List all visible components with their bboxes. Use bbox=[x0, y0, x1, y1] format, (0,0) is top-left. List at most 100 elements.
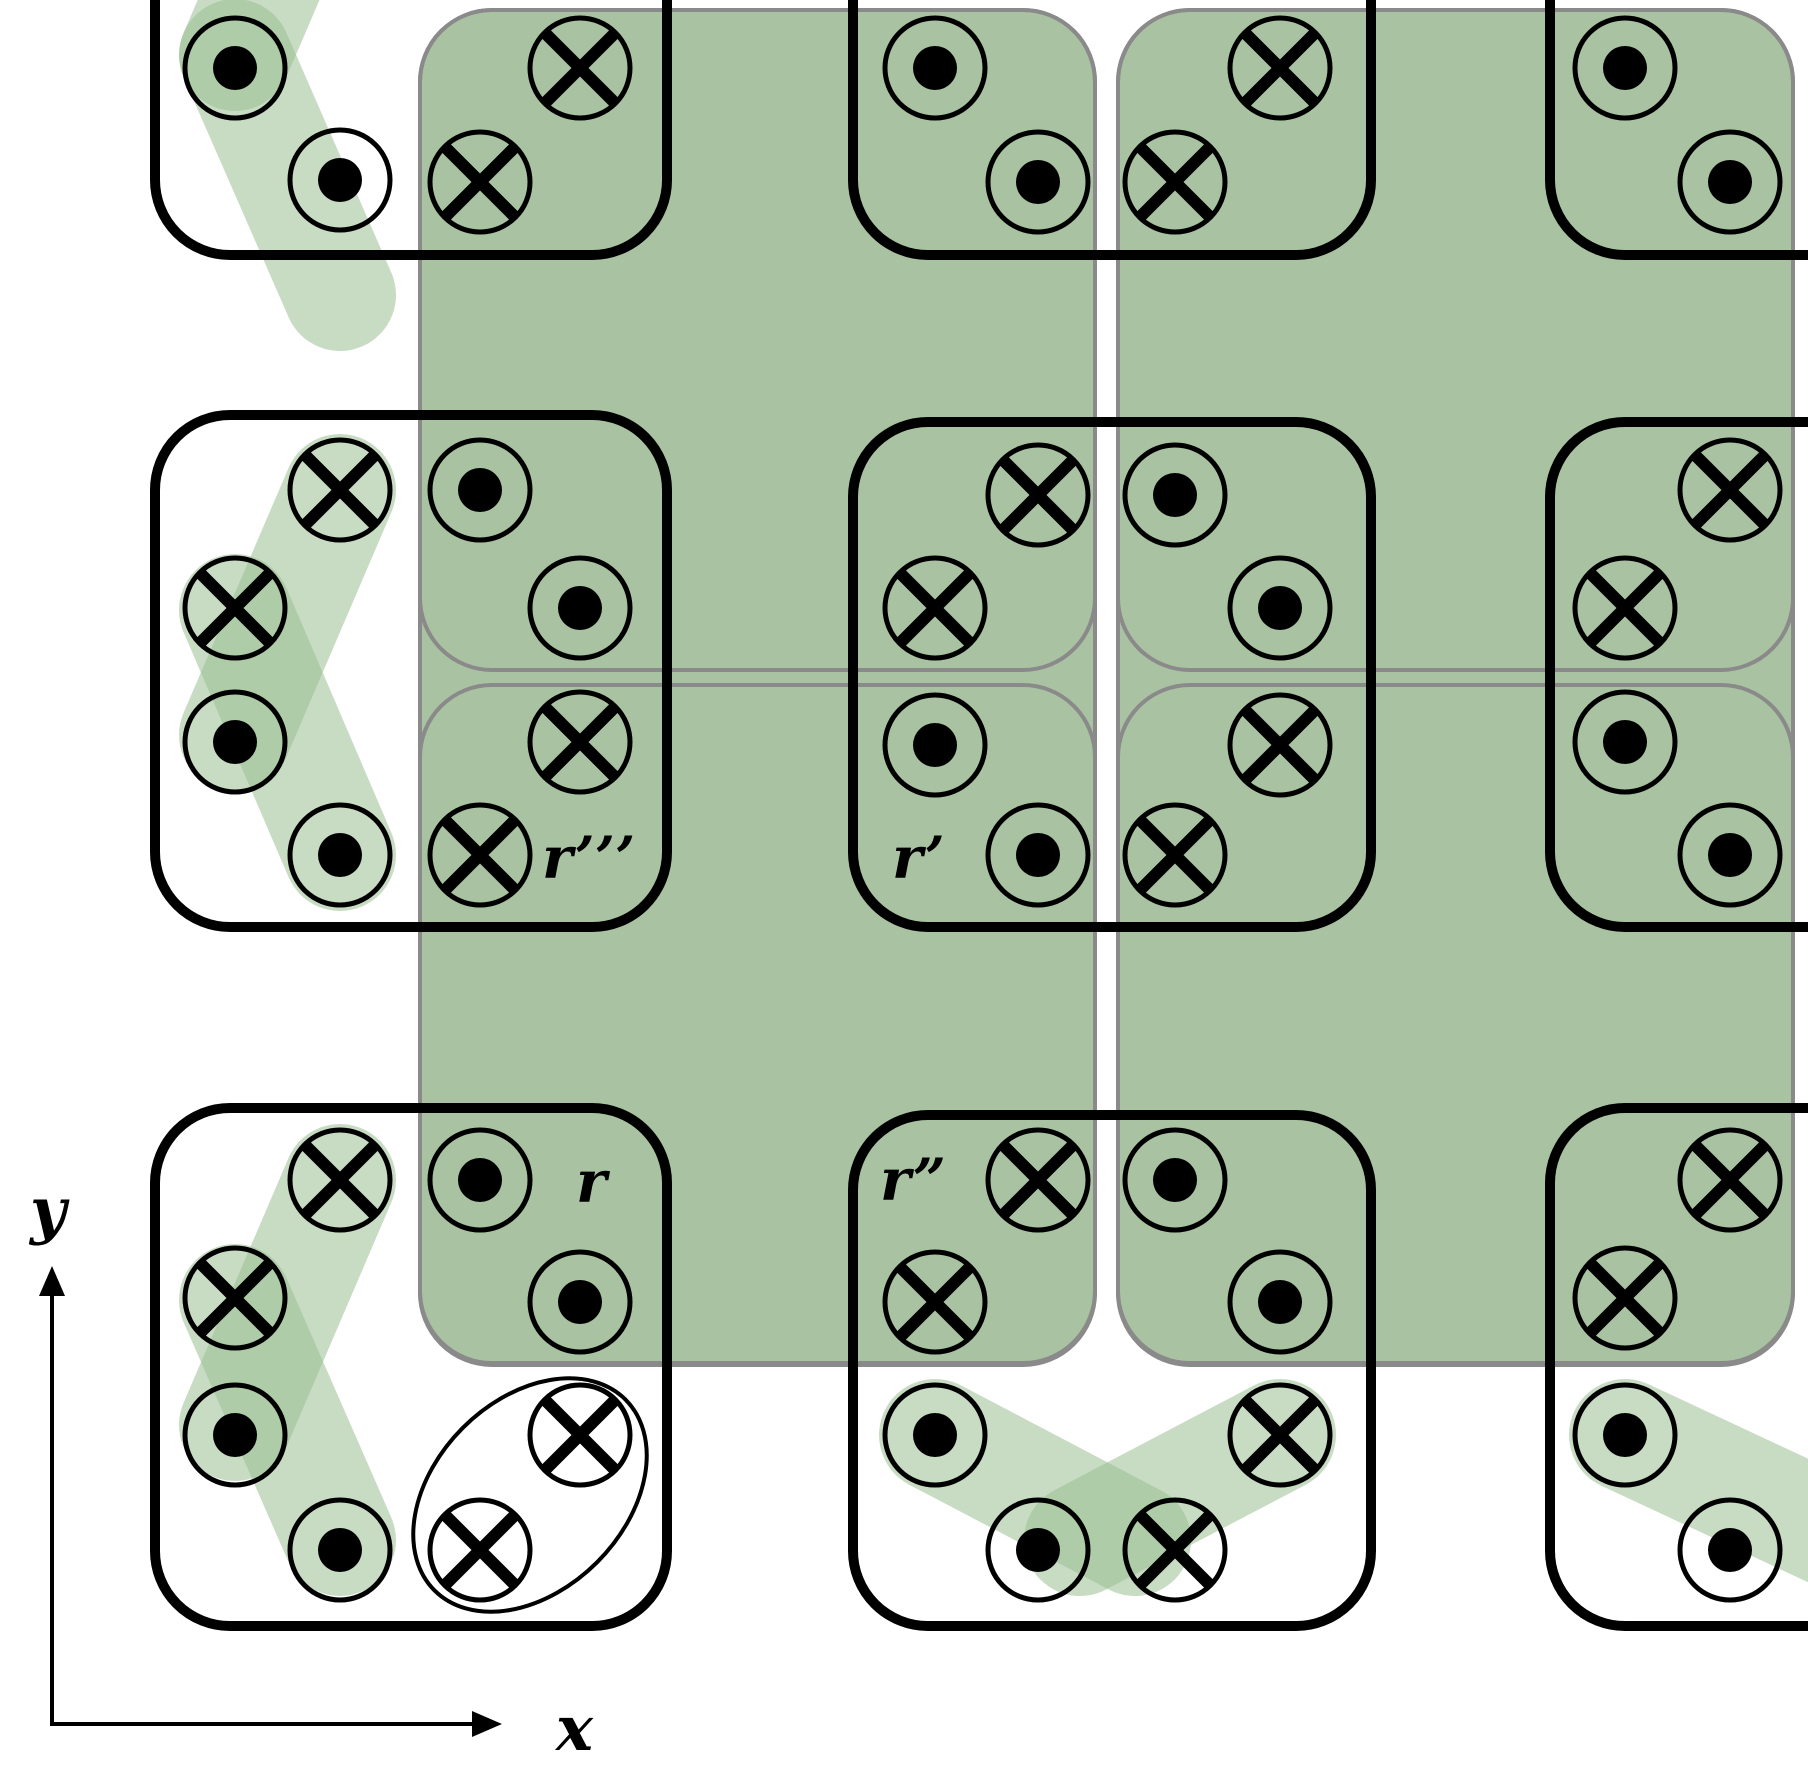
bond bbox=[179, 1244, 396, 1596]
y-axis-label: y bbox=[28, 1174, 70, 1247]
site-cross-ring bbox=[882, 555, 988, 661]
site-cross-stroke bbox=[999, 1141, 1077, 1219]
site-dot-ring bbox=[1572, 689, 1678, 795]
site-cross-ring bbox=[1227, 1382, 1333, 1488]
site-dot-ring bbox=[985, 802, 1091, 908]
site-cross-stroke bbox=[301, 1141, 379, 1219]
site-cross-stroke bbox=[999, 456, 1077, 534]
site-dot-ring bbox=[182, 1382, 288, 1488]
site-cross-ring bbox=[527, 689, 633, 795]
site-cross-ring bbox=[182, 555, 288, 661]
label-r: r bbox=[576, 1148, 611, 1216]
plaquette-outline bbox=[418, 683, 1097, 1365]
label-r-double-prime: r” bbox=[880, 1146, 946, 1214]
site-dot-core bbox=[913, 723, 957, 767]
site-dot-core bbox=[1708, 160, 1752, 204]
bond bbox=[1024, 1379, 1336, 1596]
label-r-triple-prime: r’’’ bbox=[542, 824, 635, 892]
site-cross-stroke bbox=[1241, 706, 1319, 784]
coordinate-axes: y x bbox=[28, 1174, 594, 1765]
site-cross-stroke bbox=[1241, 29, 1319, 107]
site-dot-core bbox=[213, 46, 257, 90]
site-dot-ring bbox=[882, 1382, 988, 1488]
site-cross-ring bbox=[985, 1127, 1091, 1233]
site-dot-core bbox=[1016, 833, 1060, 877]
unit-cell bbox=[848, 0, 1376, 260]
site-dot-core bbox=[1153, 473, 1197, 517]
site-cross-stroke bbox=[196, 569, 274, 647]
site-cross-ring bbox=[287, 1127, 393, 1233]
site-dot-ring bbox=[1122, 1127, 1228, 1233]
label-layer: r r’ r” r’’’ bbox=[542, 824, 946, 1216]
unit-cell bbox=[150, 0, 672, 260]
site-dot-core bbox=[1153, 1158, 1197, 1202]
site-dot-ring bbox=[287, 127, 393, 233]
site-dot-ring bbox=[427, 1127, 533, 1233]
unit-cell bbox=[1545, 0, 1808, 260]
plaquette-outline bbox=[1116, 8, 1795, 672]
site-cross-ring bbox=[1122, 1497, 1228, 1603]
site-dot-core bbox=[318, 158, 362, 202]
site-dot-ring bbox=[1227, 555, 1333, 661]
site-dot-core bbox=[1016, 160, 1060, 204]
x-axis-arrowhead bbox=[472, 1711, 502, 1737]
site-dot-core bbox=[558, 1280, 602, 1324]
bond bbox=[1569, 1379, 1808, 1583]
site-dot-core bbox=[1708, 1528, 1752, 1572]
site-dot-core bbox=[213, 720, 257, 764]
x-axis-label: x bbox=[554, 1692, 594, 1765]
site-dot-ring bbox=[182, 689, 288, 795]
plaquette-outline bbox=[1116, 683, 1795, 1365]
site-dot-ring bbox=[287, 802, 393, 908]
site-dot-core bbox=[318, 833, 362, 877]
site-dot-core bbox=[1258, 586, 1302, 630]
unit-cell-layer bbox=[150, 0, 1808, 1631]
site-dot-ring bbox=[1572, 15, 1678, 121]
site-cross-ring bbox=[182, 1245, 288, 1351]
site-dot-core bbox=[213, 1413, 257, 1457]
site-dot-core bbox=[913, 1413, 957, 1457]
site-cross-ring bbox=[1677, 437, 1783, 543]
site-dot-ring bbox=[1677, 1497, 1783, 1603]
site-cross-stroke bbox=[541, 703, 619, 781]
site-cross-stroke bbox=[541, 29, 619, 107]
site-dot-ring bbox=[882, 692, 988, 798]
site-cross-stroke bbox=[301, 451, 379, 529]
site-dot-ring bbox=[182, 15, 288, 121]
site-cross-stroke bbox=[441, 816, 519, 894]
site-cross-stroke bbox=[1691, 451, 1769, 529]
site-cross-stroke bbox=[1586, 1259, 1664, 1337]
site-cross-stroke bbox=[1136, 816, 1214, 894]
site-dot-core bbox=[913, 46, 957, 90]
plaquette-outline bbox=[418, 8, 1097, 672]
site-dot-ring bbox=[427, 437, 533, 543]
site-dot-ring bbox=[985, 1497, 1091, 1603]
unit-cell bbox=[150, 1103, 672, 1631]
site-dot-core bbox=[1258, 1280, 1302, 1324]
site-cross-stroke bbox=[1136, 1511, 1214, 1589]
site-dot-ring bbox=[287, 1497, 393, 1603]
unit-cell bbox=[1545, 417, 1808, 932]
site-dot-ring bbox=[882, 15, 988, 121]
site-dot-core bbox=[1603, 1413, 1647, 1457]
site-cross-ring bbox=[527, 1382, 633, 1488]
site-cross-ring bbox=[427, 802, 533, 908]
highlight-layer bbox=[411, 1376, 649, 1614]
highlight-ellipse bbox=[411, 1376, 649, 1614]
site-dot-core bbox=[458, 468, 502, 512]
site-dot-ring bbox=[1677, 802, 1783, 908]
site-cross-ring bbox=[985, 442, 1091, 548]
site-cross-ring bbox=[882, 1249, 988, 1355]
site-cross-ring bbox=[1572, 1245, 1678, 1351]
site-cross-stroke bbox=[196, 1259, 274, 1337]
site-layer bbox=[182, 15, 1783, 1603]
site-cross-stroke bbox=[896, 1263, 974, 1341]
unit-cell bbox=[150, 410, 672, 932]
site-dot-ring bbox=[985, 129, 1091, 235]
site-cross-stroke bbox=[441, 143, 519, 221]
unit-cell bbox=[1545, 1103, 1808, 1631]
site-cross-ring bbox=[1122, 802, 1228, 908]
site-dot-core bbox=[1708, 833, 1752, 877]
site-dot-core bbox=[558, 586, 602, 630]
site-dot-ring bbox=[527, 555, 633, 661]
